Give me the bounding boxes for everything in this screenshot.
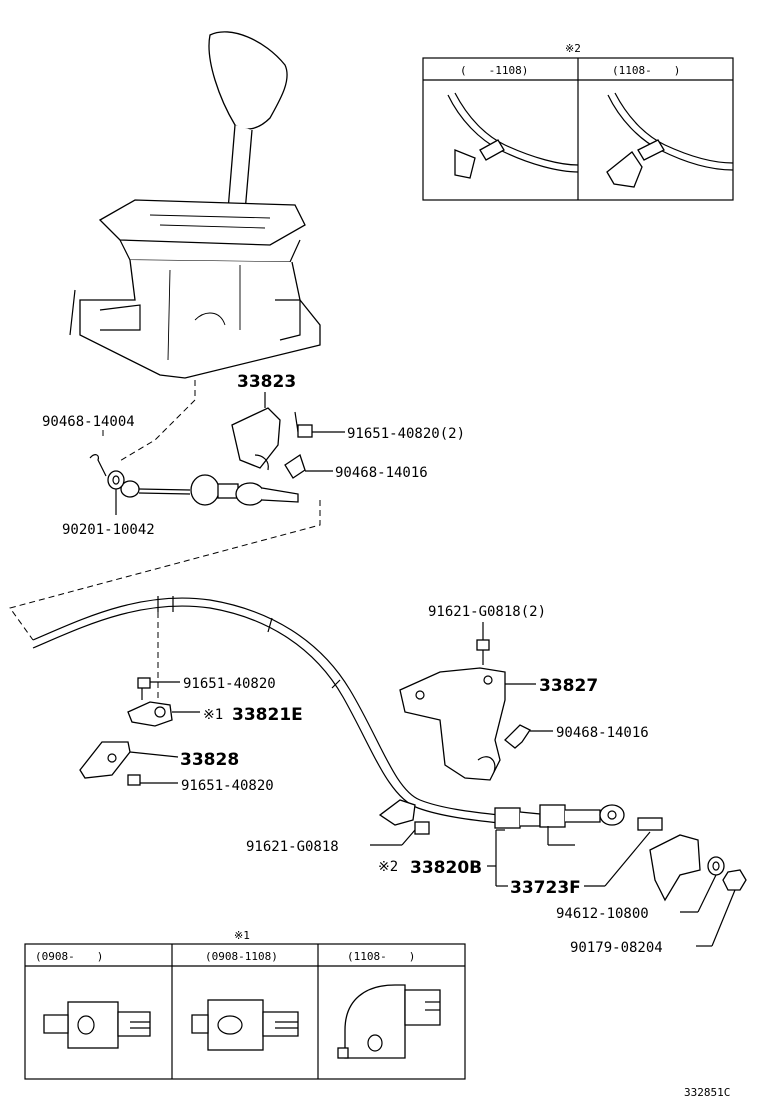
bolt-91621-G0818-2: 91621-G0818(2) [428, 604, 546, 665]
label-90201-10042: 90201-10042 [62, 522, 155, 538]
label-33823: 33823 [237, 372, 296, 392]
inset-top-col2-label: (1108- ) [612, 64, 680, 77]
label-33723F: 33723F [510, 878, 581, 898]
label-33820B-marker: ※2 [378, 859, 398, 875]
transmission-control-cable [32, 596, 625, 829]
bracket-33823: 33823 [231, 372, 296, 471]
pin-90468-14004: 90468-14004 [42, 414, 135, 477]
inset-top-marker: ※2 [565, 42, 581, 55]
inset-bottom-col1-label: (0908- ) [35, 950, 103, 963]
label-91621-G0818-2: 91621-G0818(2) [428, 604, 546, 620]
bolt-91651-40820-lower: 91651-40820 [127, 774, 274, 794]
inset-bottom-clamp-variants: ※1 (0908- ) (0908-1108) (1108- ) [24, 929, 466, 1080]
clamp-33821E: ※1 33821E [127, 701, 303, 727]
clip-90468-14016-upper: 90468-14016 [284, 453, 428, 481]
inset-bottom-col2-label: (0908-1108) [205, 950, 278, 963]
bolt-91621-G0818: 91621-G0818 [246, 799, 430, 855]
label-33820B: 33820B [410, 858, 482, 878]
label-33827: 33827 [539, 676, 598, 696]
bolt-91651-40820-upper: 91651-40820 [137, 676, 276, 700]
bracket-33828: 33828 [79, 741, 239, 779]
nut-90179-08204: 90179-08204 [570, 869, 747, 956]
inset-bottom-marker: ※1 [234, 929, 250, 942]
washer-90201-10042: 90201-10042 [62, 470, 155, 538]
inset-bottom-col3-label: (1108- ) [347, 950, 415, 963]
label-91651-40820-2: 91651-40820(2) [347, 426, 465, 442]
label-90468-14016-upper: 90468-14016 [335, 465, 428, 481]
label-33821E: 33821E [232, 705, 303, 725]
bracket-33827: 33827 [399, 667, 598, 781]
label-91621-G0818: 91621-G0818 [246, 839, 339, 855]
label-33828: 33828 [180, 750, 239, 770]
label-91651-40820-lower: 91651-40820 [181, 778, 274, 794]
label-90468-14016-lower: 90468-14016 [556, 725, 649, 741]
transmission-lever [637, 817, 701, 902]
cable-end-lever [120, 474, 299, 506]
bolt-91651-40820-2: 91651-40820(2) [294, 411, 465, 442]
shift-lever-assembly [69, 31, 321, 379]
inset-top-cable-bracket: ※2 ( -1108) (1108- ) [422, 42, 734, 201]
figure-id: 332851C [684, 1086, 730, 1099]
label-94612-10800: 94612-10800 [556, 906, 649, 922]
cable-33820B-callout: ※2 33820B [378, 829, 508, 887]
label-90179-08204: 90179-08204 [570, 940, 663, 956]
washer-94612-10800: 94612-10800 [556, 856, 725, 922]
label-91651-40820-upper: 91651-40820 [183, 676, 276, 692]
inset-top-col1-label: ( -1108) [460, 64, 528, 77]
label-90468-14004: 90468-14004 [42, 414, 135, 430]
clip-90468-14016-lower: 90468-14016 [504, 724, 649, 749]
part-33723F-callout: 33723F [510, 826, 651, 898]
label-33821E-marker: ※1 [203, 707, 223, 723]
